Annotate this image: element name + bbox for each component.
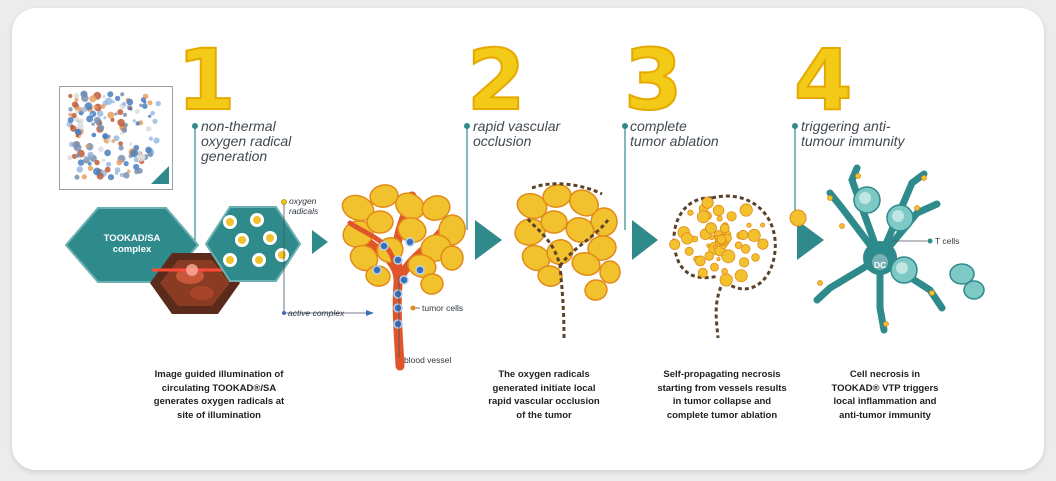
step-4-title: triggering anti- tumour immunity	[801, 118, 905, 149]
tumor-cells-label: tumor cells	[422, 303, 464, 313]
dendritic-cell	[789, 164, 985, 334]
tumor-necrosis	[669, 194, 777, 339]
diagram-card: 1 2 3 4 non-thermal oxygen radical gener…	[12, 8, 1044, 470]
arrow-right-icon	[632, 220, 658, 260]
step-1-number: 1	[176, 31, 236, 129]
step-2-title: rapid vascular occlusion	[473, 118, 561, 149]
step-1-caption: Image guided illumination of circulating…	[153, 369, 285, 421]
dc-label: DC	[874, 260, 887, 270]
drug-complex-label: TOOKAD/SA complex	[103, 233, 161, 255]
molecule-structure-image	[59, 86, 173, 190]
arrow-right-icon	[797, 220, 824, 260]
arrow-right-icon	[475, 220, 502, 260]
step-4-caption: Cell necrosis in TOOKAD® VTP triggers lo…	[831, 369, 939, 421]
step-4-number: 4	[793, 31, 853, 129]
process-illustration	[64, 123, 985, 371]
step-2-number: 2	[466, 31, 526, 129]
blood-vessel-label: blood vessel	[404, 355, 452, 365]
t-cells-label: T cells	[935, 236, 960, 246]
arrow-right-icon	[312, 230, 328, 254]
tumor-occluded	[514, 182, 621, 339]
tumor-with-vessels	[341, 184, 466, 371]
step-3-title: complete tumor ablation	[630, 118, 719, 149]
step-2-caption: The oxygen radicals generated initiate l…	[488, 369, 600, 421]
step-3-number: 3	[623, 31, 683, 129]
step-1-title: non-thermal oxygen radical generation	[201, 118, 292, 164]
step-3-caption: Self-propagating necrosis starting from …	[657, 369, 787, 421]
active-complex-label: active complex	[288, 308, 345, 318]
oxygen-radicals-label: oxygen radicals	[289, 196, 319, 216]
